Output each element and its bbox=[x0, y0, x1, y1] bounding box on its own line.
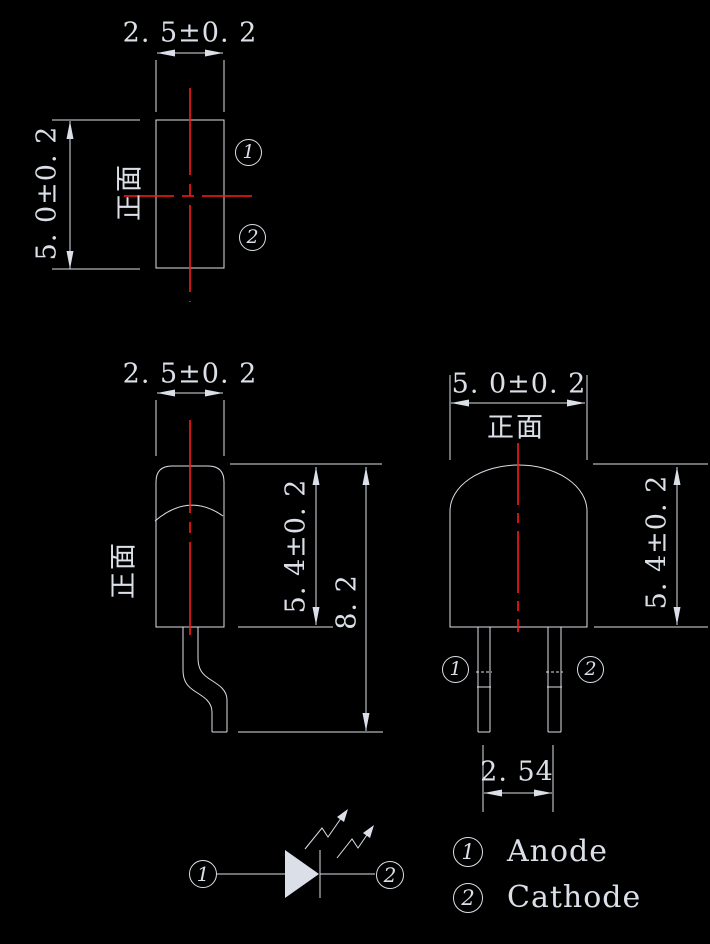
dim-arrow-icon bbox=[451, 399, 469, 407]
side-view-linework bbox=[154, 389, 383, 733]
lead-pitch-ext-lines bbox=[482, 745, 554, 812]
light-emission-arrowhead-icon bbox=[363, 825, 374, 838]
dim-arrow-icon bbox=[205, 389, 223, 397]
light-emission-arrow-icon bbox=[336, 828, 372, 859]
front-view-front-face-label: 正面 bbox=[487, 412, 545, 444]
pin-number: 2 bbox=[584, 658, 597, 680]
side-view-overall-height-dimension: 8. 2 bbox=[331, 574, 363, 630]
front-height-ext-lines bbox=[593, 463, 708, 628]
schematic-pin2-callout: 2 bbox=[376, 861, 404, 889]
dim-arrow-icon bbox=[673, 607, 681, 625]
pin-number: 1 bbox=[242, 141, 255, 163]
schematic-pin1-callout: 1 bbox=[189, 860, 217, 888]
top-height-ext-lines bbox=[52, 119, 140, 270]
legend-pin1-badge: 1 bbox=[453, 837, 483, 867]
dim-arrow-icon bbox=[312, 467, 320, 485]
side-view-bent-lead bbox=[182, 627, 228, 733]
legend-cathode-label: Cathode bbox=[507, 880, 642, 915]
front-view-body-outline bbox=[449, 464, 588, 628]
led-schematic-symbol bbox=[217, 809, 375, 898]
side-view-body-outline bbox=[155, 465, 225, 628]
diode-triangle bbox=[285, 850, 319, 898]
dim-arrow-icon bbox=[312, 607, 320, 625]
front-width-ext-lines bbox=[449, 375, 588, 460]
legend-pin2-badge: 2 bbox=[453, 883, 483, 913]
top-view-linework bbox=[52, 49, 256, 302]
side-view-body-height-dimension: 5. 4±0. 2 bbox=[280, 478, 312, 614]
dim-arrow-icon bbox=[484, 789, 502, 797]
top-view-height-dimension: 5. 0±0. 2 bbox=[31, 125, 63, 261]
dim-arrow-icon bbox=[534, 789, 552, 797]
dim-arrow-icon bbox=[362, 713, 370, 731]
front-view-pin2-callout: 2 bbox=[577, 656, 604, 683]
front-view-height-dimension: 5. 4±0. 2 bbox=[641, 474, 673, 610]
pin-number: 1 bbox=[461, 839, 475, 864]
top-view-front-face-label: 正面 bbox=[114, 163, 146, 221]
pin-number: 1 bbox=[449, 658, 462, 680]
dim-arrow-icon bbox=[205, 49, 223, 57]
side-height-ext-lines bbox=[230, 463, 383, 733]
lead-pitch-dimension: 2. 54 bbox=[480, 756, 554, 788]
top-view-width-dimension: 2. 5±0. 2 bbox=[122, 17, 258, 49]
dim-arrow-icon bbox=[157, 49, 175, 57]
dim-arrow-icon bbox=[362, 467, 370, 485]
dim-arrow-icon bbox=[66, 251, 74, 269]
side-view-dome-arc bbox=[154, 504, 224, 522]
pin-number: 2 bbox=[461, 885, 475, 910]
side-view-front-face-label: 正面 bbox=[108, 541, 140, 599]
top-view-pin2-callout: 2 bbox=[239, 224, 266, 251]
dim-arrow-icon bbox=[157, 389, 175, 397]
top-width-ext-lines bbox=[155, 60, 225, 112]
front-view-leads bbox=[477, 627, 562, 733]
top-view-pin1-callout: 1 bbox=[235, 139, 262, 166]
front-view-width-dimension: 5. 0±0. 2 bbox=[451, 368, 587, 400]
pin-number: 2 bbox=[383, 863, 397, 887]
pin-number: 1 bbox=[196, 862, 210, 886]
front-view-linework bbox=[449, 375, 708, 812]
pin-number: 2 bbox=[246, 226, 259, 248]
dim-arrow-icon bbox=[567, 399, 585, 407]
light-emission-arrowhead-icon bbox=[337, 809, 348, 822]
legend-anode-label: Anode bbox=[507, 834, 609, 869]
side-view-width-dimension: 2. 5±0. 2 bbox=[122, 358, 258, 390]
light-emission-arrow-icon bbox=[304, 813, 345, 850]
side-width-ext-lines bbox=[155, 400, 225, 456]
dim-arrow-icon bbox=[66, 121, 74, 139]
front-view-pin1-callout: 1 bbox=[442, 656, 469, 683]
dim-arrow-icon bbox=[673, 467, 681, 485]
